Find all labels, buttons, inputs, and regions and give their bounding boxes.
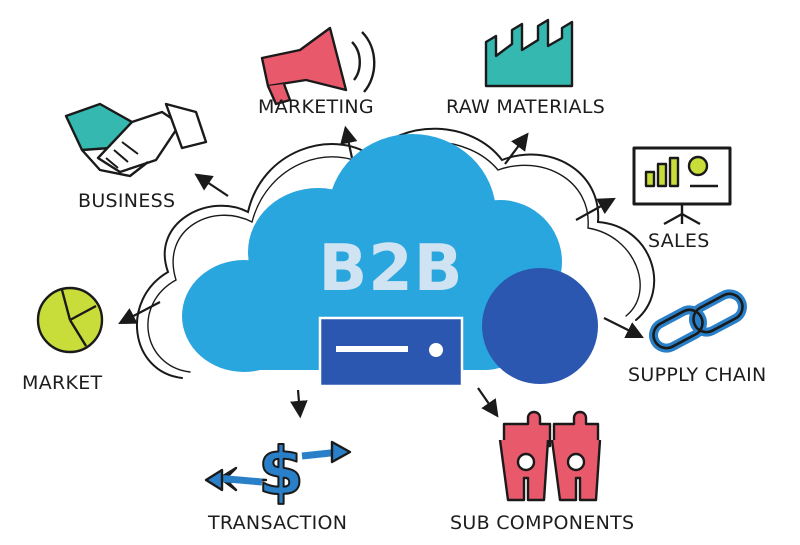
presentation-board-icon: [632, 146, 732, 226]
node-label-raw-materials: RAW MATERIALS: [446, 96, 606, 118]
server-icon: [318, 316, 464, 388]
arrow-marketing: [340, 125, 358, 159]
pie-chart-icon: [36, 286, 104, 354]
arrow-sub-components: [477, 387, 499, 418]
node-label-market: MARKET: [22, 372, 103, 394]
arrow-raw-materials: [504, 132, 529, 165]
node-label-sales: SALES: [648, 230, 710, 252]
b2b-title: B2B: [318, 232, 464, 306]
factory-icon: [484, 18, 574, 88]
megaphone-icon: [260, 26, 376, 106]
node-label-marketing: MARKETING: [258, 96, 374, 118]
arrow-sales: [575, 197, 616, 221]
dollar-exchange-icon: $: [204, 432, 352, 511]
node-label-business: BUSINESS: [78, 190, 176, 212]
cloud-dark-lobe: [482, 268, 598, 384]
arrow-market: [118, 301, 161, 325]
node-label-supply-chain: SUPPLY CHAIN: [628, 364, 767, 386]
arrow-supply-chain: [603, 317, 644, 338]
svg-text:$: $: [258, 433, 304, 510]
arrow-business: [194, 173, 229, 197]
puzzle-people-icon: [498, 410, 602, 502]
chain-link-icon: [649, 289, 747, 353]
arrow-transaction: [290, 389, 308, 419]
node-label-transaction: TRANSACTION: [208, 512, 348, 534]
node-label-sub-components: SUB COMPONENTS: [450, 512, 635, 534]
handshake-icon: [64, 102, 208, 178]
connector-arrows: [118, 125, 644, 419]
